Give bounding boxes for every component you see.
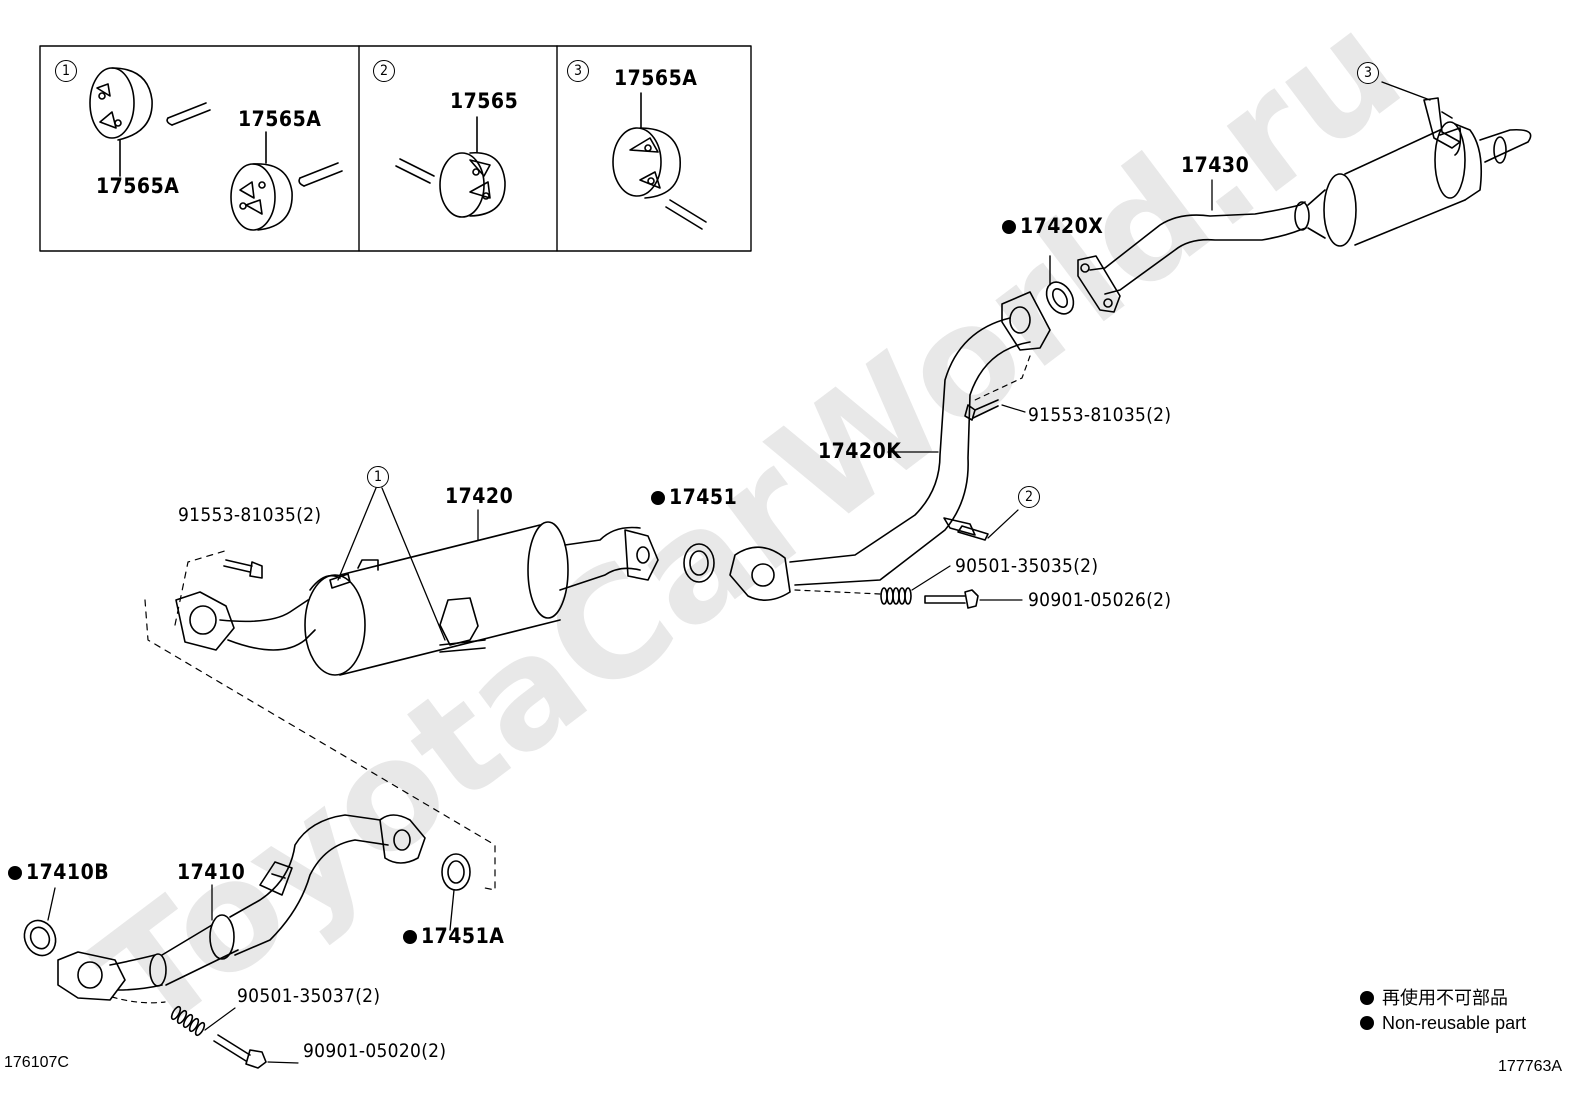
footer-code-left: 176107C [4, 1054, 69, 1071]
inset1-callout: 1 [55, 60, 77, 82]
front-muffler-drawing [175, 521, 659, 676]
label-17420k: 17420K [818, 439, 902, 463]
inset2-hanger [439, 116, 506, 218]
inset1-label-lower: 17565A [96, 174, 180, 198]
label-17410: 17410 [177, 860, 246, 884]
legend: 再使用不可部品 Non-reusable part [1360, 986, 1526, 1036]
bolt-90901-05020-drawing [213, 1034, 299, 1069]
inset-frame [39, 45, 752, 252]
label-90901-05026: 90901-05026(2) [1028, 589, 1172, 611]
label-90901-05020: 90901-05020(2) [303, 1040, 447, 1062]
label-90501-35037: 90501-35037(2) [237, 985, 381, 1007]
inset2-label: 17565 [450, 89, 519, 113]
callout-1: 1 [367, 466, 389, 488]
label-17451: 17451 [651, 487, 737, 508]
front-pipe-drawing [57, 814, 426, 1001]
label-90501-35035: 90501-35035(2) [955, 555, 1099, 577]
inset3-hanger [612, 92, 681, 199]
label-91553-upper: 91553-81035(2) [1028, 404, 1172, 426]
rear-muffler-drawing [1077, 97, 1532, 313]
legend-dot-icon [1360, 991, 1374, 1005]
dashed-guides-center [794, 355, 1031, 595]
bolt-91553-left-drawing [223, 559, 263, 579]
inset1-hanger-a [89, 67, 153, 177]
bolt-90901-05026-drawing [924, 589, 1023, 609]
bolt-91553-upper-drawing [964, 399, 1026, 421]
legend-dot-icon [1360, 1016, 1374, 1030]
inset1-hanger-b [230, 131, 293, 231]
inset3-callout: 3 [567, 60, 589, 82]
label-17451a: 17451A [403, 926, 504, 947]
spring-90501-35035-drawing [880, 565, 951, 605]
gasket-17420x-drawing [1045, 255, 1075, 315]
inset2-rod [395, 158, 435, 184]
inset1-rod-b [298, 162, 343, 187]
inset2-callout: 2 [373, 60, 395, 82]
legend-en: Non-reusable part [1360, 1011, 1526, 1036]
label-17420x: 17420X [1002, 216, 1103, 237]
footer-code-right: 177763A [1498, 1058, 1563, 1075]
inset1-label-upper: 17565A [238, 107, 322, 131]
gasket-17410b-drawing [23, 887, 57, 957]
label-17420: 17420 [445, 484, 514, 508]
gasket-17451a-drawing [441, 853, 471, 931]
legend-jp: 再使用不可部品 [1360, 986, 1526, 1011]
callout1-leaders [337, 487, 446, 641]
gasket-17451-drawing [683, 543, 715, 583]
center-pipe-drawing [729, 291, 1051, 601]
label-leaders [211, 81, 1431, 921]
inset3-rod [665, 199, 707, 230]
callout-2: 2 [1018, 486, 1040, 508]
callout-3: 3 [1357, 62, 1379, 84]
dashed-guides-front-pipe [111, 996, 166, 1004]
inset3-label: 17565A [614, 66, 698, 90]
label-91553-left: 91553-81035(2) [178, 504, 322, 526]
dashed-guides-front [144, 549, 496, 891]
spring-90501-35037-drawing [170, 1005, 236, 1037]
inset1-rod-a [166, 102, 211, 126]
label-17430: 17430 [1181, 153, 1250, 177]
label-17410b: 17410B [8, 862, 109, 883]
